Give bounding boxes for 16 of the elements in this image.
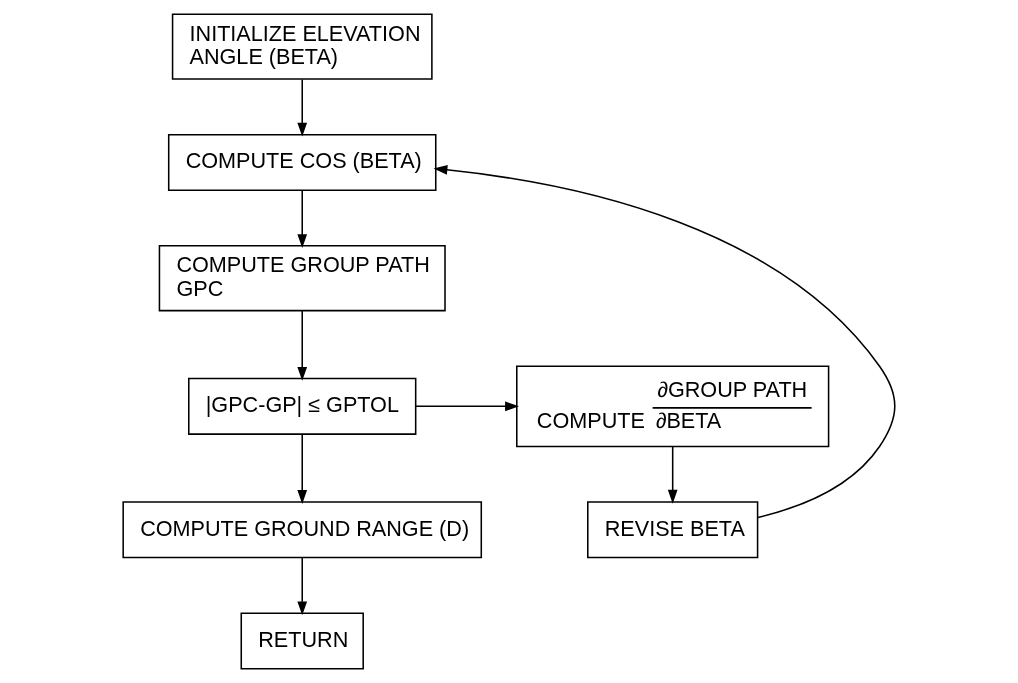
node-box: COMPUTE ∂GROUP PATH ∂BETA [516,365,830,448]
arrow [297,557,308,616]
arrow [667,445,678,504]
node-box: COMPUTE GROUP PATH GPC [158,245,446,312]
node-box: INITIALIZE ELEVATION ANGLE (BETA) [171,13,433,80]
arrow [415,401,519,412]
arrow [433,165,896,519]
arrow [297,433,308,504]
node-box: COMPUTE GROUND RANGE (D) [122,501,483,559]
node-box: RETURN [240,612,364,670]
arrow [297,309,308,381]
node-box: COMPUTE COS (BETA) [167,133,437,191]
node-box: |GPC-GP| ≤ GPTOL [188,377,417,435]
node-box: REVISE BETA [587,501,759,559]
arrow [297,189,308,249]
arrow [297,78,308,137]
